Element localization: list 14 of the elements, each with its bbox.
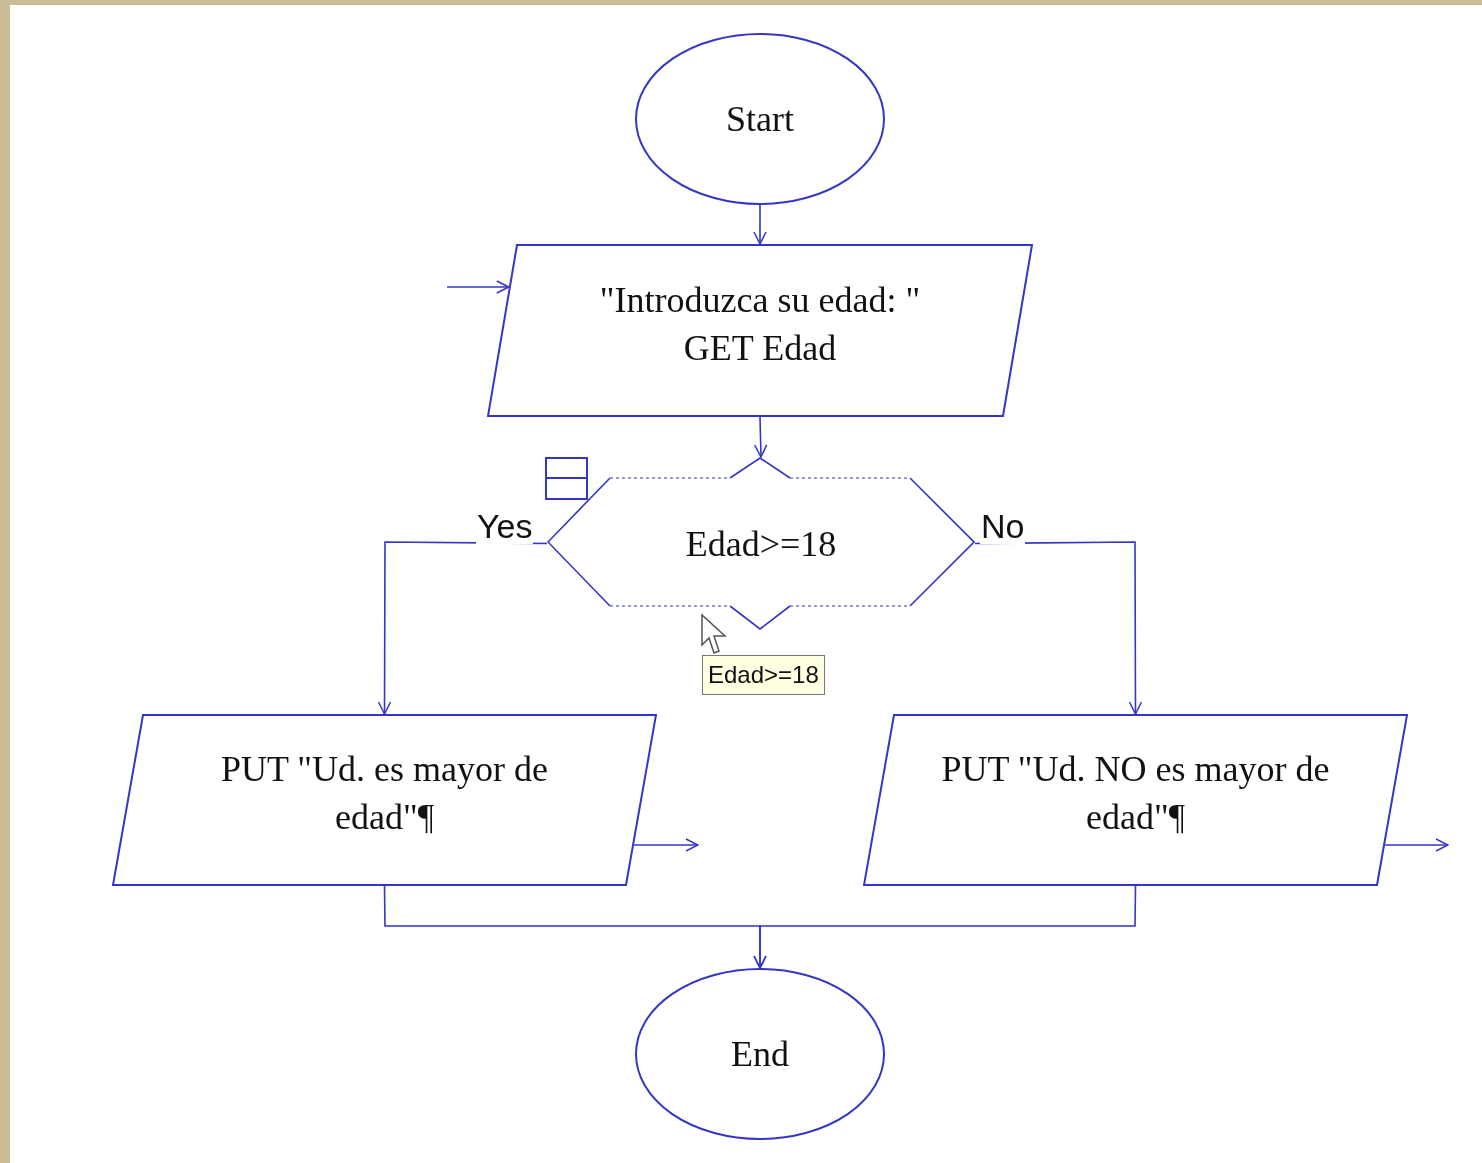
node-text: PUT "Ud. es mayor de edad"¶	[220, 748, 549, 839]
node-text: GET Edad	[683, 326, 837, 370]
flow-arrow	[446, 280, 510, 294]
tooltip: Edad>=18	[702, 655, 825, 695]
flow-arrow	[1384, 838, 1449, 852]
flow-arrow	[753, 885, 1137, 969]
node-text: Edad>=18	[685, 522, 837, 566]
node-text: "Introduzca su edad: "	[599, 278, 921, 322]
node-text: End	[731, 1033, 789, 1076]
flow-arrow	[633, 838, 699, 852]
node-text: PUT "Ud. NO es mayor de edad"¶	[940, 748, 1331, 839]
flow-arrow	[753, 416, 768, 458]
flow-arrow	[753, 204, 767, 245]
node-text: Start	[726, 98, 794, 141]
